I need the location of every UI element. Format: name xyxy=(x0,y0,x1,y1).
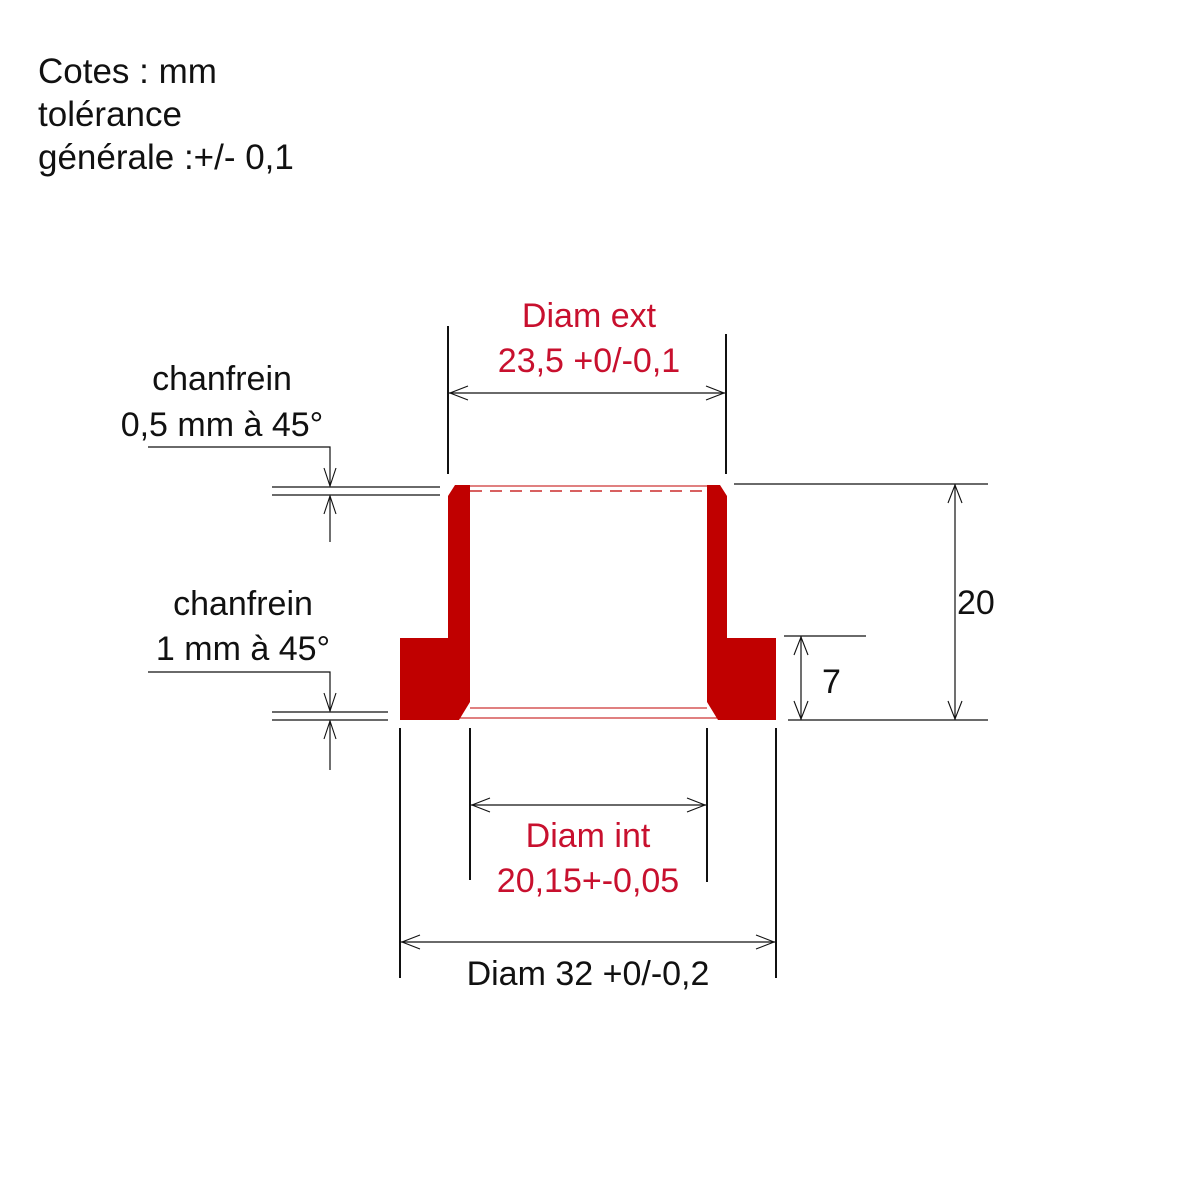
diam-int-value: 20,15+-0,05 xyxy=(497,862,679,900)
diam-flange-dimension: Diam 32 +0/-0,2 xyxy=(399,728,777,993)
bottom-chamfer-label-2: 1 mm à 45° xyxy=(156,630,330,668)
flange-height-dimension: 7 xyxy=(784,635,866,721)
flange-height-label: 7 xyxy=(822,663,841,701)
top-chamfer-label-1: chanfrein xyxy=(152,360,292,398)
diam-ext-dimension: Diam ext 23,5 +0/-0,1 xyxy=(447,297,727,474)
units-note: Cotes : mm xyxy=(38,52,217,91)
top-chamfer-label-2: 0,5 mm à 45° xyxy=(121,406,324,444)
general-notes: Cotes : mm tolérance générale :+/- 0,1 xyxy=(38,50,294,179)
part-section xyxy=(400,485,776,720)
right-wall-section xyxy=(707,485,776,720)
diam-int-title: Diam int xyxy=(526,817,651,855)
height-20-dimension: 20 xyxy=(734,483,995,721)
left-wall-section xyxy=(400,485,470,720)
tolerance-note-line2: générale :+/- 0,1 xyxy=(38,138,294,177)
bottom-chamfer-label-1: chanfrein xyxy=(173,585,313,623)
diam-int-dimension: Diam int 20,15+-0,05 xyxy=(469,728,708,900)
height-20-label: 20 xyxy=(957,584,995,622)
diam-ext-value: 23,5 +0/-0,1 xyxy=(498,342,680,380)
tolerance-note-line1: tolérance xyxy=(38,95,182,134)
diam-flange-label: Diam 32 +0/-0,2 xyxy=(467,955,710,993)
bottom-chamfer-callout: chanfrein 1 mm à 45° xyxy=(148,585,388,770)
top-chamfer-callout: chanfrein 0,5 mm à 45° xyxy=(121,360,440,542)
diam-ext-title: Diam ext xyxy=(522,297,657,335)
